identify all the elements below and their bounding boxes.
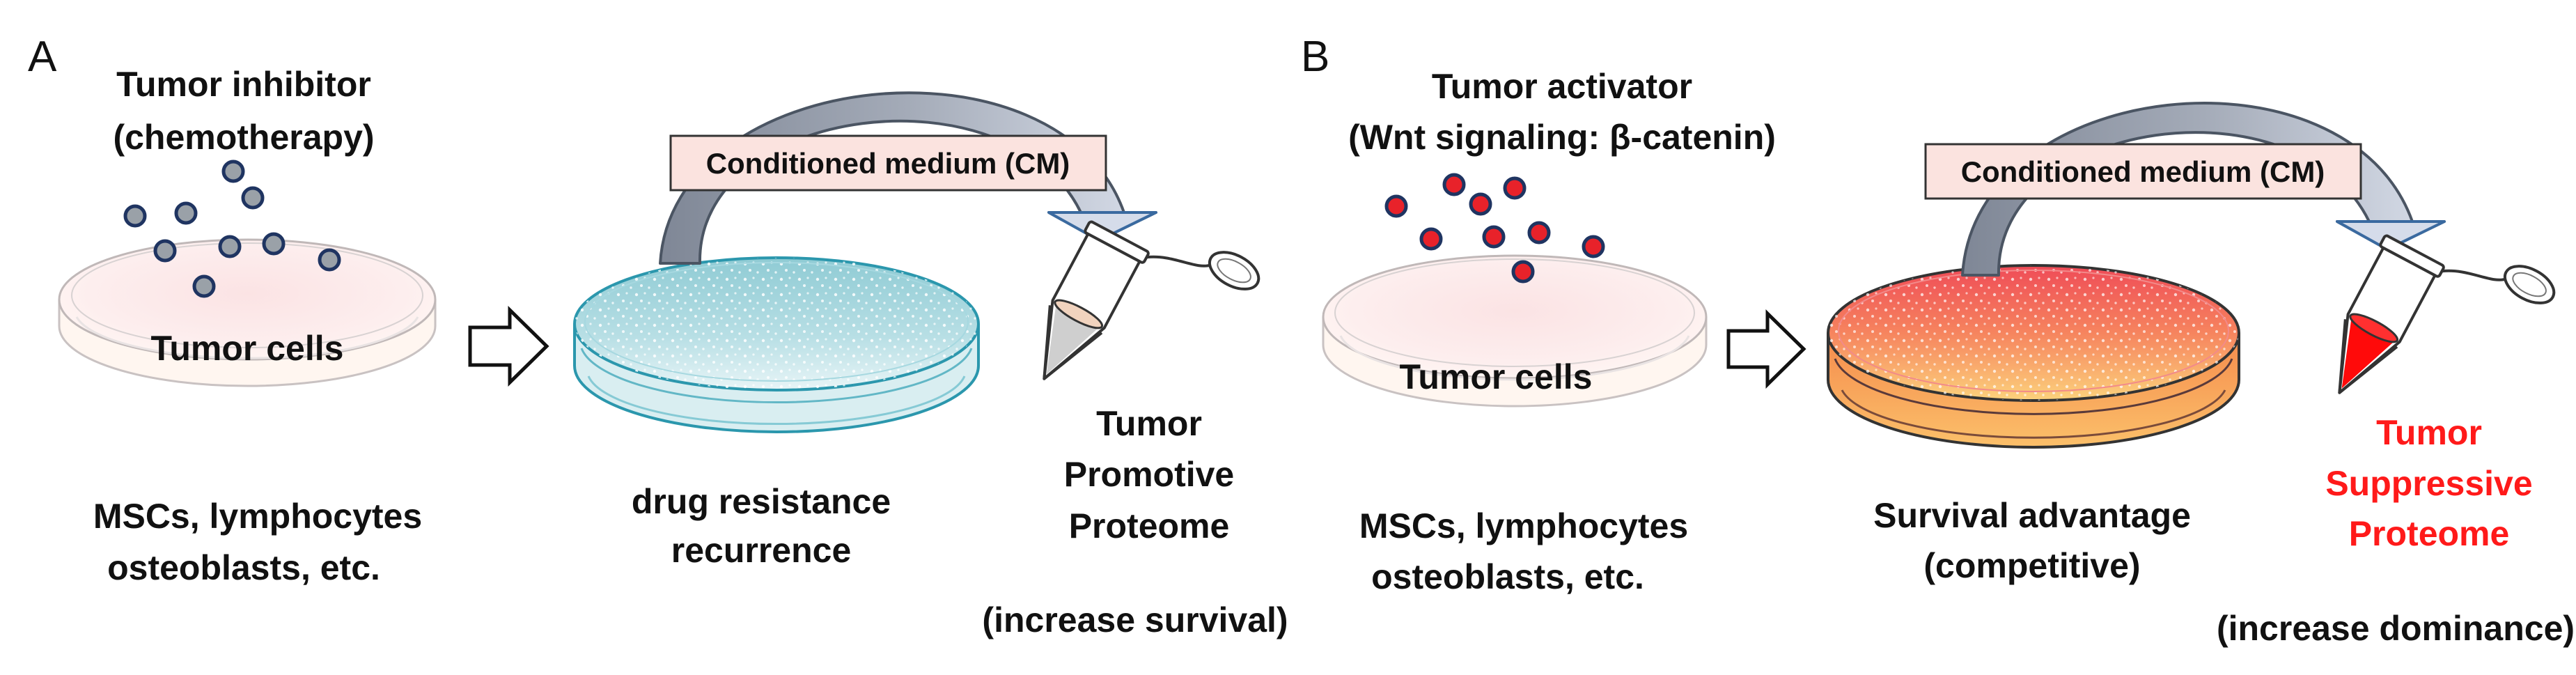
stroma-a-line2: osteoblasts, etc. xyxy=(107,548,380,587)
tumor-dish-a xyxy=(58,238,437,387)
tube-icon xyxy=(1043,220,1260,380)
outcome-b-label: (increase dominance) xyxy=(2217,609,2575,648)
survival-advantage-label: Survival advantage xyxy=(1873,496,2191,535)
wnt-signaling-label: (Wnt signaling: β-catenin) xyxy=(1348,118,1776,157)
right-arrow-icon xyxy=(468,306,549,387)
chemotherapy-label: (chemotherapy) xyxy=(113,118,374,157)
stroma-b-line1: MSCs, lymphocytes xyxy=(1359,506,1688,545)
right-arrow-icon xyxy=(1726,309,1806,389)
proteome-a-line2: Promotive xyxy=(1064,455,1235,494)
tube-icon xyxy=(2338,234,2556,394)
dish-a-tumor-cells-label: Tumor cells xyxy=(151,329,344,368)
panel-a: A Tumor inhibitor (chemotherapy) Tumor c… xyxy=(28,33,1288,639)
panel-b: B Tumor activator (Wnt signaling: β-cate… xyxy=(1301,33,2575,648)
cm-dish-b xyxy=(1827,264,2240,449)
dish-b-tumor-cells-label: Tumor cells xyxy=(1400,357,1593,396)
outcome-a-label: (increase survival) xyxy=(982,600,1288,639)
cm-dish-a xyxy=(573,256,980,433)
stroma-a-line1: MSCs, lymphocytes xyxy=(93,497,422,536)
cm-label-box-b: Conditioned medium (CM) xyxy=(1924,143,2362,200)
drug-resistance-label: drug resistance xyxy=(632,482,891,521)
wnt-activator-particles xyxy=(1384,173,1605,284)
proteome-b-line2: Suppressive xyxy=(2325,464,2532,503)
tumor-inhibitor-label: Tumor inhibitor xyxy=(116,65,371,104)
panel-a-letter: A xyxy=(28,33,57,81)
proteome-a-line1: Tumor xyxy=(1096,404,1202,443)
tumor-activator-label: Tumor activator xyxy=(1432,67,1692,106)
competitive-label: (competitive) xyxy=(1923,546,2140,585)
proteome-b-line1: Tumor xyxy=(2376,413,2482,452)
tumor-dish-b xyxy=(1322,254,1708,408)
stroma-b-line2: osteoblasts, etc. xyxy=(1371,557,1644,596)
cm-label-box-a: Conditioned medium (CM) xyxy=(669,134,1107,192)
recurrence-label: recurrence xyxy=(671,531,852,570)
panel-b-letter: B xyxy=(1301,33,1329,81)
cm-label-a: Conditioned medium (CM) xyxy=(706,147,1070,180)
chemotherapy-particles xyxy=(123,160,341,298)
proteome-b-line3: Proteome xyxy=(2349,514,2510,553)
cm-label-b: Conditioned medium (CM) xyxy=(1961,155,2325,188)
proteome-a-line3: Proteome xyxy=(1069,506,1230,545)
